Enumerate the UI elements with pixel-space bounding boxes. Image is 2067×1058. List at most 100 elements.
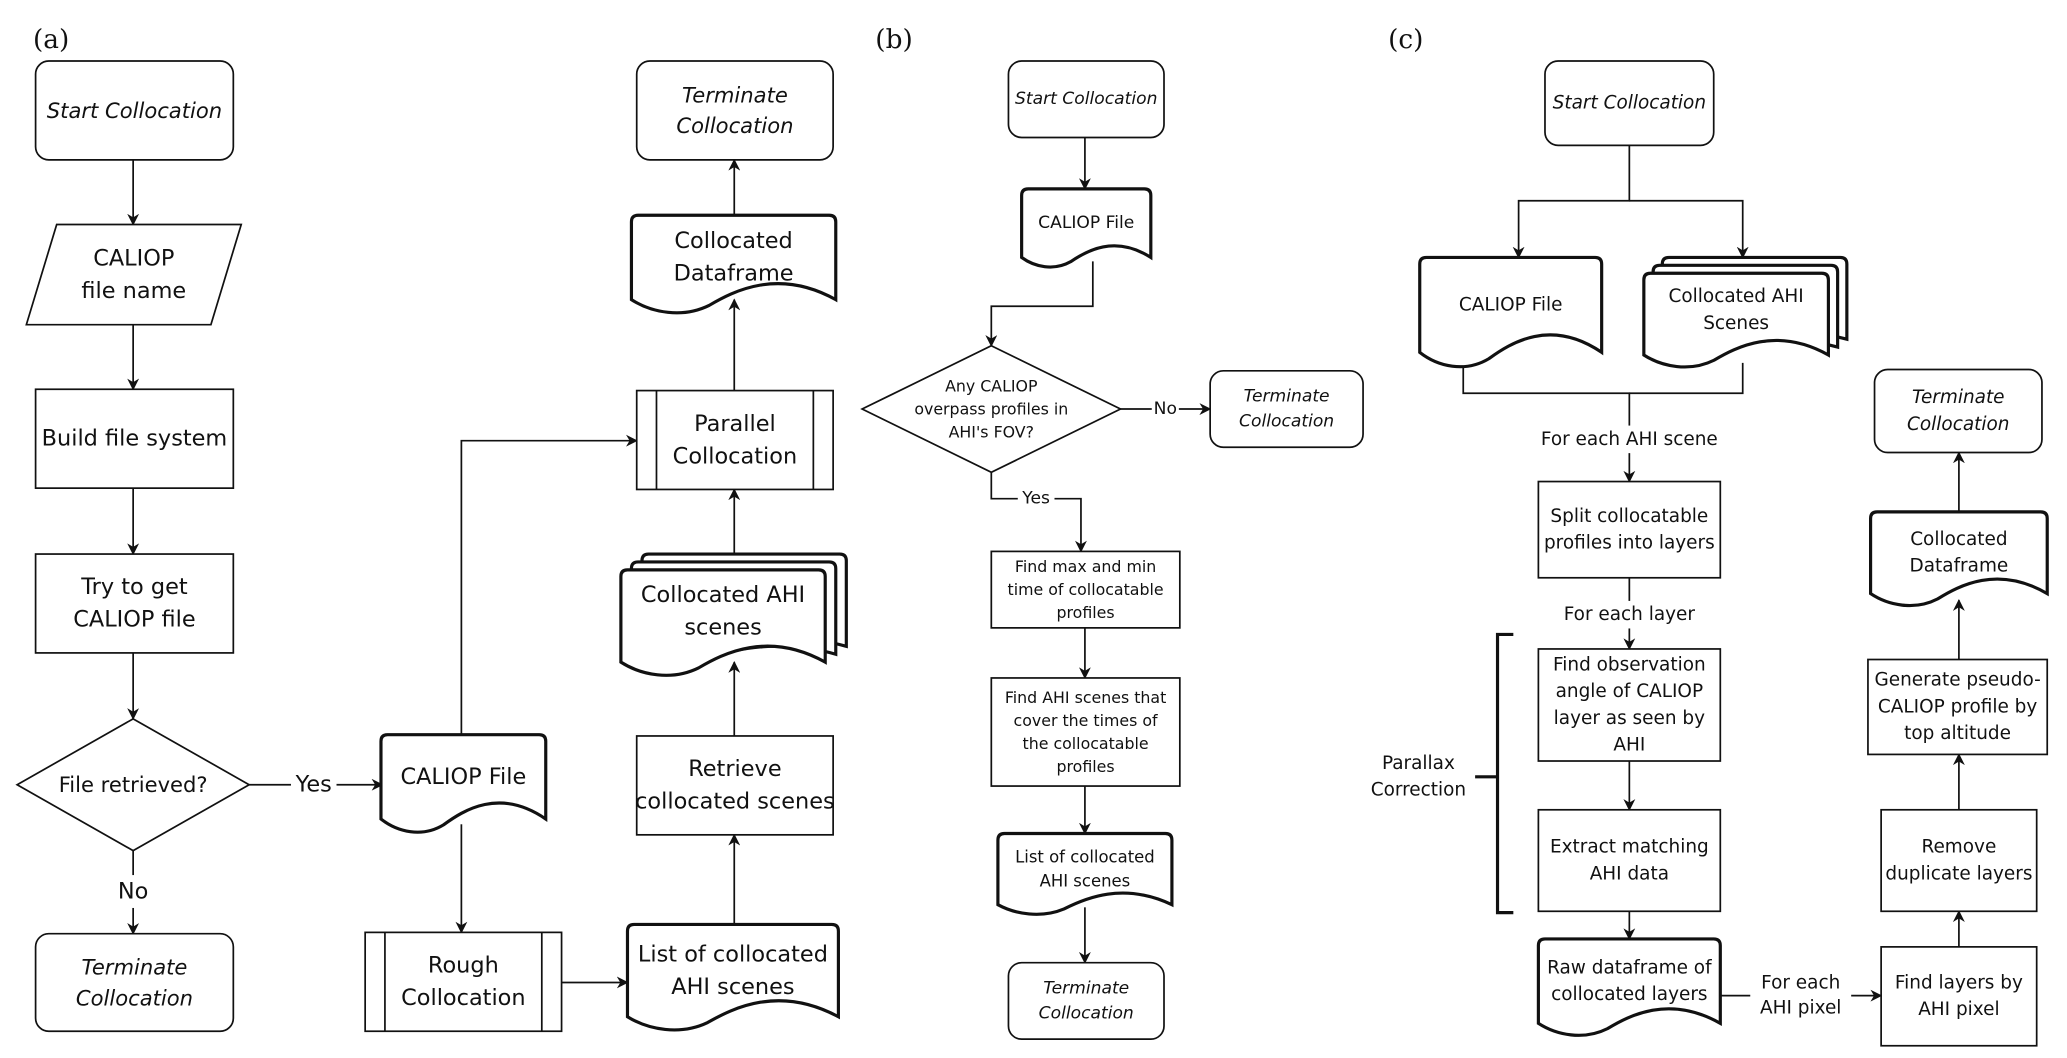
- connector-line: [990, 472, 1087, 553]
- process-shape: [635, 735, 834, 836]
- node-c-raw: Raw dataframe of collocated layers: [1536, 937, 1722, 1037]
- document-shape: [1418, 255, 1604, 369]
- node-label: Any CALIOP: [945, 377, 1037, 396]
- node-label: Collocated: [674, 228, 792, 254]
- process-shape: [1537, 648, 1722, 762]
- node-label: CALIOP File: [400, 764, 526, 790]
- edge-label-background: [1532, 425, 1727, 454]
- terminal-shape: [34, 60, 235, 161]
- node-label: angle of CALIOP: [1556, 681, 1703, 702]
- node-label: Retrieve: [688, 756, 781, 782]
- edge-b-decision-to-b-find-time: Yes: [990, 472, 1087, 553]
- node-label: Collocation: [1907, 414, 2009, 435]
- node-label: top altitude: [1904, 723, 2011, 744]
- node-label: AHI pixel: [1918, 999, 1999, 1020]
- node-label: duplicate layers: [1885, 863, 2032, 884]
- node-label: Collocated: [1910, 529, 2007, 550]
- node-label: AHI scenes: [1040, 872, 1131, 891]
- node-label: layer as seen by: [1554, 708, 1705, 729]
- node-label: Collocation: [673, 443, 797, 469]
- node-label: the collocatable: [1023, 734, 1149, 753]
- edge-label-background: [1750, 969, 1852, 1022]
- panel-label-b: (b): [875, 25, 912, 55]
- multidocument-sheet: [619, 568, 827, 677]
- node-label: Terminate: [1912, 387, 2005, 408]
- node-label: Collocation: [1039, 1003, 1134, 1023]
- terminal-shape: [1544, 60, 1715, 147]
- decision-shape: [860, 344, 1123, 474]
- process-shape: [1537, 480, 1722, 579]
- node-label: file name: [81, 278, 186, 304]
- annotation-label: Correction: [1371, 780, 1466, 801]
- document-shape: [379, 733, 548, 834]
- node-a-decision: File retrieved?: [15, 717, 251, 852]
- node-label: CALIOP File: [1459, 294, 1563, 315]
- panel-label-c: (c): [1388, 25, 1423, 55]
- node-label: Start Collocation: [1015, 89, 1157, 109]
- node-a-caliop-file: CALIOP File: [379, 733, 548, 834]
- connector-line: [985, 261, 1094, 347]
- node-a-start: Start Collocation: [34, 60, 235, 161]
- node-label: Extract matching: [1550, 837, 1709, 858]
- node-label: Collocation: [676, 113, 793, 138]
- edge-c-caliop-file-to-c-split: For each AHI scene: [1462, 364, 1727, 483]
- node-label: collocated layers: [1551, 984, 1707, 1005]
- edge-label-background: [1553, 600, 1706, 629]
- connector-line: [1629, 362, 1744, 395]
- node-label: Find AHI scenes that: [1005, 688, 1166, 707]
- node-label: Collocation: [1239, 411, 1334, 431]
- node-label: Try to get: [80, 574, 188, 600]
- connector-line: [1629, 199, 1749, 259]
- node-label: Terminate: [1043, 979, 1129, 999]
- node-label: Collocation: [401, 985, 525, 1011]
- node-label: profiles into layers: [1544, 533, 1715, 554]
- process-shape: [1880, 946, 2038, 1047]
- node-label: Raw dataframe of: [1547, 957, 1712, 978]
- labels-layer: (a)(b)(c): [33, 25, 1423, 55]
- document-shape: [629, 213, 838, 315]
- node-b-caliop-file: CALIOP File: [1020, 187, 1153, 269]
- node-label: Generate pseudo-: [1874, 670, 2040, 691]
- node-label: collocated scenes: [635, 789, 835, 815]
- document-shape: [625, 922, 840, 1032]
- process-shape: [1880, 808, 2038, 913]
- node-a-build: Build file system: [34, 388, 235, 489]
- node-label: Terminate: [82, 955, 188, 980]
- edge-label: For each: [1761, 973, 1840, 994]
- connector-line: [460, 434, 638, 735]
- predefined-process-shape: [635, 389, 834, 491]
- node-label: AHI: [1613, 735, 1645, 756]
- node-label: List of collocated: [1015, 848, 1155, 867]
- decision-shape: [15, 717, 251, 852]
- edge-label-background: [290, 768, 337, 802]
- node-label: Build file system: [42, 426, 228, 452]
- edge-b-decision-to-b-term-no: No: [1120, 396, 1212, 422]
- node-label: scenes: [684, 615, 761, 641]
- node-c-observation: Find observation angle of CALIOP layer as …: [1537, 648, 1722, 762]
- node-label: Scenes: [1703, 313, 1769, 334]
- document-shape: [1536, 937, 1722, 1037]
- edge-label: AHI pixel: [1760, 998, 1841, 1019]
- process-shape: [990, 677, 1181, 787]
- terminal-shape: [635, 60, 834, 161]
- node-label: Rough: [428, 953, 499, 979]
- node-c-start: Start Collocation: [1544, 60, 1715, 147]
- node-label: Terminate: [682, 83, 788, 108]
- process-shape: [34, 553, 235, 654]
- node-label: Find observation: [1553, 654, 1706, 675]
